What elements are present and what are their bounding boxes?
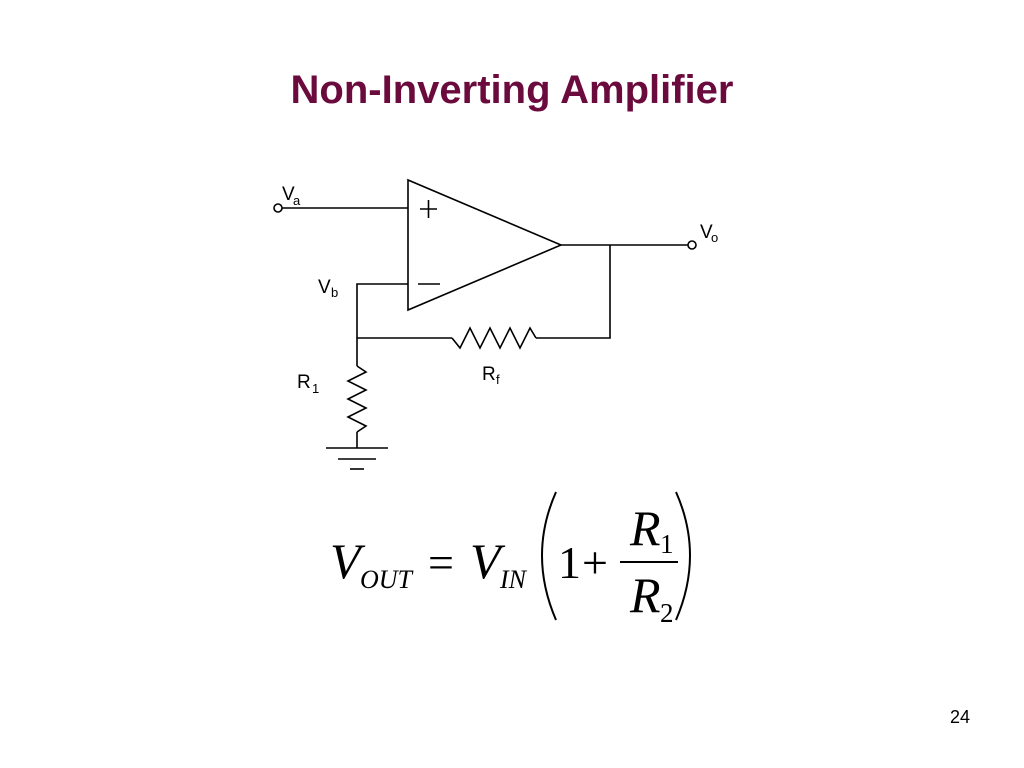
rf-sub-label: f (496, 372, 500, 387)
eq-one: 1 (558, 537, 581, 588)
eq-vin: V (470, 533, 506, 589)
eq-den-r: R (629, 567, 661, 623)
eq-num-sub: 1 (660, 529, 674, 559)
eq-right-paren (675, 491, 691, 621)
vo-sub-label: o (711, 230, 718, 245)
ground-icon (326, 447, 388, 470)
vb-label: V (318, 277, 331, 298)
slide-title: Non-Inverting Amplifier (290, 68, 734, 112)
r1-label: R (297, 372, 311, 393)
eq-den-sub: 2 (660, 598, 674, 628)
resistor-icon (451, 326, 537, 350)
eq-equals: = (428, 537, 454, 588)
vb-wire (356, 283, 408, 366)
vb-sub-label: b (331, 285, 338, 300)
slide-number: 24 (949, 707, 970, 727)
eq-left-paren (541, 491, 557, 621)
terminal-icon (687, 240, 697, 250)
rf-label: R (482, 364, 496, 385)
eq-vout: V (330, 533, 366, 589)
va-label: V (282, 184, 295, 205)
va-sub-label: a (293, 193, 301, 208)
vo-label: V (700, 222, 713, 243)
feedback-wire (536, 245, 611, 339)
eq-plus: + (582, 537, 608, 588)
eq-num-r: R (629, 500, 661, 556)
eq-vout-sub: OUT (360, 565, 414, 594)
op-amp-icon (407, 178, 564, 312)
eq-vin-sub: IN (499, 565, 528, 594)
resistor-icon (346, 365, 368, 433)
r1-sub-label: 1 (312, 381, 319, 396)
